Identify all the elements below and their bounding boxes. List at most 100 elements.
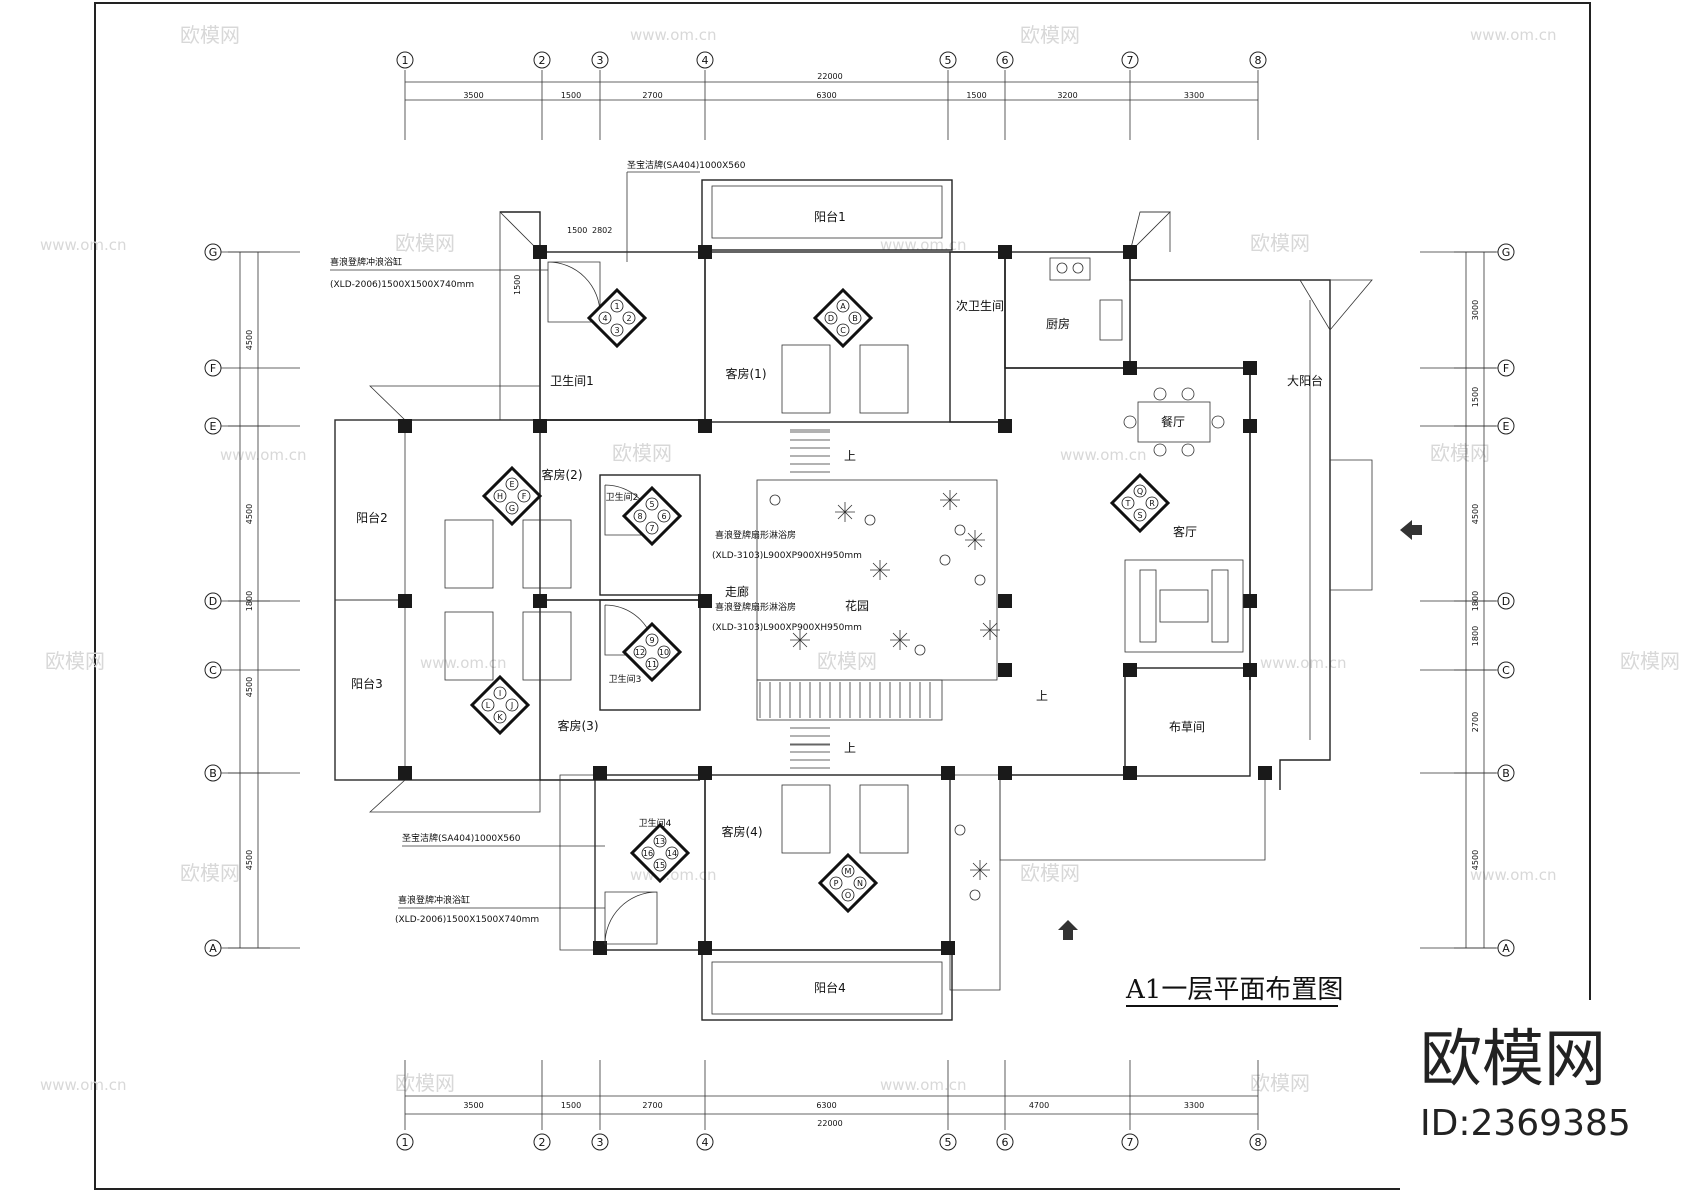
column bbox=[698, 245, 712, 259]
marker-label: I bbox=[499, 689, 501, 698]
label-corridor: 走廊 bbox=[725, 584, 749, 599]
axis-bubble-7 bbox=[1121, 51, 1139, 69]
plant-icon bbox=[790, 630, 810, 650]
axis-label-8: 8 bbox=[1255, 1136, 1262, 1149]
marker-label: 15 bbox=[655, 861, 665, 870]
brand-logo-text: 欧模网 bbox=[1420, 1022, 1606, 1095]
marker-label: E bbox=[509, 480, 514, 489]
note-shower-2a: 喜浪登牌扇形淋浴房 bbox=[715, 601, 796, 613]
axis-label-8: 8 bbox=[1255, 54, 1262, 67]
column bbox=[698, 941, 712, 955]
drawing-title: A1一层平面布置图 bbox=[1125, 975, 1343, 1005]
watermark-logo: 欧模网 bbox=[1020, 23, 1080, 47]
marker-label: T bbox=[1125, 499, 1131, 508]
marker-label: P bbox=[834, 879, 839, 888]
marker-label: 14 bbox=[667, 849, 677, 858]
column bbox=[998, 594, 1012, 608]
marker-label: A bbox=[840, 302, 846, 311]
marker-label: 2 bbox=[626, 314, 631, 323]
watermark-logo: 欧模网 bbox=[180, 861, 240, 885]
column bbox=[941, 941, 955, 955]
axis-label-4: 4 bbox=[702, 1136, 709, 1149]
axis-bubble-5 bbox=[939, 1133, 957, 1151]
entry-arrow-icon bbox=[1058, 920, 1078, 940]
axis-label-B: B bbox=[209, 767, 217, 780]
room-marker-m6 bbox=[621, 621, 683, 683]
entrance-arrows bbox=[1058, 520, 1422, 940]
axis-bubble-3 bbox=[591, 51, 609, 69]
dim-bottom-0: 3500 bbox=[463, 1101, 483, 1110]
plant-icon bbox=[914, 644, 926, 656]
marker-label: G bbox=[509, 504, 515, 513]
column bbox=[1123, 766, 1137, 780]
marker-label: 7 bbox=[649, 524, 654, 533]
watermark-url: www.om.cn bbox=[1260, 654, 1347, 672]
plant-icon bbox=[890, 630, 910, 650]
watermark-logo: 欧模网 bbox=[1020, 861, 1080, 885]
watermark-url: www.om.cn bbox=[40, 1076, 127, 1094]
watermark-logo: 欧模网 bbox=[817, 649, 877, 673]
watermark-logo: 欧模网 bbox=[1250, 1071, 1310, 1095]
label-second-bath: 次卫生间 bbox=[956, 299, 1004, 313]
marker-label: H bbox=[497, 492, 503, 501]
axis-bubble-7 bbox=[1121, 1133, 1139, 1151]
label-guest1: 客房(1) bbox=[726, 366, 767, 381]
column bbox=[941, 766, 955, 780]
label-bath1: 卫生间1 bbox=[550, 374, 594, 388]
marker-label: 1 bbox=[614, 302, 619, 311]
column bbox=[698, 419, 712, 433]
column bbox=[1243, 594, 1257, 608]
watermark-logo: 欧模网 bbox=[180, 23, 240, 47]
column bbox=[1243, 663, 1257, 677]
watermark-logo: 欧模网 bbox=[612, 441, 672, 465]
dim-bottom-1: 1500 bbox=[561, 1101, 581, 1110]
marker-label: L bbox=[486, 701, 491, 710]
label-guest2: 客房(2) bbox=[542, 467, 583, 482]
marker-label: S bbox=[1137, 511, 1142, 520]
total-width-top: 22000 bbox=[817, 72, 842, 81]
column bbox=[398, 594, 412, 608]
axis-bubble-3 bbox=[591, 1133, 609, 1151]
column bbox=[1258, 766, 1272, 780]
axis-bubble-6 bbox=[996, 1133, 1014, 1151]
label-stair-up-1: 上 bbox=[844, 449, 856, 463]
note-shower-1a: 喜浪登牌扇形淋浴房 bbox=[715, 529, 796, 541]
dim-left-0: 4500 bbox=[245, 330, 254, 350]
axis-bubble-5 bbox=[939, 51, 957, 69]
room-markers: 1234ABCDEFGH5678IJKL9101112QRST13141516M… bbox=[469, 287, 1171, 914]
note-small-dim-a: 1500 bbox=[567, 226, 587, 235]
label-linen: 布草间 bbox=[1169, 720, 1205, 734]
axis-label-2: 2 bbox=[539, 1136, 546, 1149]
axis-bubble-4 bbox=[696, 51, 714, 69]
room-marker-m2 bbox=[812, 287, 874, 349]
watermark-logo: 欧模网 bbox=[395, 1071, 455, 1095]
label-guest4: 客房(4) bbox=[722, 824, 763, 839]
axis-label-3: 3 bbox=[597, 54, 604, 67]
marker-label: O bbox=[845, 891, 851, 900]
marker-label: J bbox=[510, 701, 513, 710]
watermark-logo: 欧模网 bbox=[1620, 649, 1680, 673]
dim-top-0: 3500 bbox=[463, 91, 483, 100]
plant-icon bbox=[939, 554, 951, 566]
marker-label: B bbox=[852, 314, 858, 323]
marker-label: 3 bbox=[614, 326, 619, 335]
watermark-logo: 欧模网 bbox=[1430, 441, 1490, 465]
label-bath2: 卫生间2 bbox=[606, 491, 639, 503]
dim-top-5: 3200 bbox=[1057, 91, 1077, 100]
column bbox=[998, 766, 1012, 780]
axis-label-5: 5 bbox=[945, 54, 952, 67]
axis-bubble-2 bbox=[533, 1133, 551, 1151]
dim-top-4: 1500 bbox=[966, 91, 986, 100]
marker-label: N bbox=[857, 879, 863, 888]
marker-label: 13 bbox=[655, 837, 665, 846]
room-marker-m7 bbox=[1109, 472, 1171, 534]
axis-bubble-1 bbox=[396, 51, 414, 69]
label-balcony1: 阳台1 bbox=[814, 209, 846, 224]
column bbox=[533, 419, 547, 433]
label-living: 客厅 bbox=[1173, 524, 1197, 539]
label-balcony3: 阳台3 bbox=[351, 676, 383, 691]
dim-top-3: 6300 bbox=[816, 91, 836, 100]
brand-id: ID:2369385 bbox=[1420, 1103, 1631, 1144]
